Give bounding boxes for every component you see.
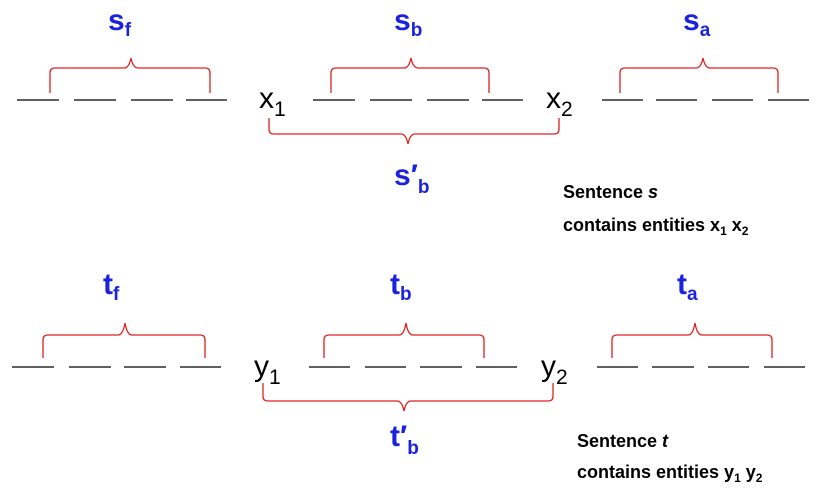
label-t-between: tb xyxy=(390,268,412,305)
caption-t-line2: contains entities y1 y2 xyxy=(577,462,763,485)
brace-s-front xyxy=(49,57,211,93)
caption-t-line1: Sentence t xyxy=(577,431,669,451)
label-s-front: sf xyxy=(108,4,132,41)
entity-x1: x1 xyxy=(259,82,286,121)
label-s-between-prime: s′b xyxy=(394,159,430,198)
label-t-between-prime: t′b xyxy=(390,420,419,459)
entity-x2: x2 xyxy=(546,82,573,121)
brace-t-front xyxy=(42,322,206,358)
brace-s-after xyxy=(619,57,779,93)
entity-y2: y2 xyxy=(541,350,568,389)
entity-y1: y1 xyxy=(254,350,281,389)
label-t-front: tf xyxy=(103,268,120,305)
brace-s-between xyxy=(330,57,490,93)
label-s-after: sa xyxy=(683,4,711,41)
label-t-after: ta xyxy=(677,268,698,305)
brace-t-between-prime xyxy=(262,383,554,412)
brace-t-after xyxy=(611,322,773,358)
brace-s-between-prime xyxy=(268,118,560,145)
brace-t-between xyxy=(323,322,485,358)
caption-s-line1: Sentence s xyxy=(563,182,658,202)
label-s-between: sb xyxy=(394,4,422,41)
caption-s-line2: contains entities x1 x2 xyxy=(563,215,749,238)
